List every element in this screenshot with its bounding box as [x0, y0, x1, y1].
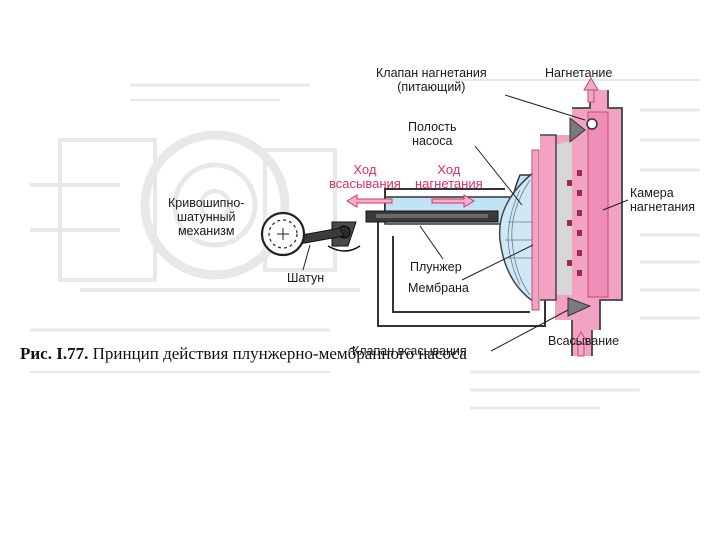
membrane	[531, 149, 540, 311]
discharge-chamber-label: Камера нагнетания	[630, 186, 695, 214]
discharge-valve-label-line-2: (питающий)	[397, 80, 466, 94]
suction-valve	[567, 297, 592, 317]
plunger-label: Плунжер	[410, 260, 462, 274]
membrane-dome	[498, 170, 535, 304]
suction-stroke-label-line-2: всасывания	[329, 176, 401, 191]
crank-mechanism-label-line-2: шатунный	[176, 210, 236, 224]
discharge-arrow	[583, 77, 599, 103]
discharge-stroke-label: Ход нагнетания	[415, 163, 483, 191]
connecting-rod-label: Шатун	[287, 271, 325, 285]
discharge-chamber-label-line-2: нагнетания	[630, 200, 696, 214]
leader-lines	[302, 94, 629, 352]
suction-valve-label: Клапан всасывания	[352, 344, 467, 358]
discharge-label: Нагнетание	[545, 66, 613, 80]
discharge-stroke-label-line-1: Ход	[437, 162, 461, 177]
figure-number: Рис. I.77.	[20, 344, 89, 363]
suction-stroke-arrow	[346, 194, 393, 208]
discharge-valve-label: Клапан нагнетания (питающий)	[376, 66, 487, 94]
crank-mechanism-label-line-3: механизм	[177, 224, 235, 238]
suction-label: Всасывание	[548, 334, 620, 348]
suction-arrow	[573, 331, 589, 357]
pump-cavity-label-line-2: насоса	[412, 134, 453, 148]
crank-mechanism-label: Кривошипно- шатунный механизм	[168, 196, 244, 238]
suction-stroke-label-line-1: Ход	[353, 162, 377, 177]
figure-caption-text: Принцип действия плунжерно-мембранного н…	[92, 344, 467, 363]
suction-stroke-label: Ход всасывания	[329, 163, 401, 191]
discharge-stroke-label-line-2: нагнетания	[415, 176, 483, 191]
discharge-stroke-arrow	[431, 194, 475, 208]
discharge-valve-label-line-1: Клапан нагнетания	[376, 66, 487, 80]
membrane-label: Мембрана	[408, 281, 469, 295]
crank-disk	[260, 211, 306, 257]
discharge-chamber-label-line-1: Камера	[630, 186, 674, 200]
figure-caption: Рис. I.77. Принцип действия плунжерно-ме…	[20, 344, 467, 364]
background-bleed	[30, 79, 700, 410]
pump-cavity-label: Полость насоса	[408, 120, 457, 148]
pump-cavity-label-line-1: Полость	[408, 120, 457, 134]
discharge-chamber	[540, 90, 623, 356]
crank-mechanism-label-line-1: Кривошипно-	[168, 196, 245, 210]
discharge-valve	[569, 116, 598, 144]
plunger	[365, 210, 499, 223]
